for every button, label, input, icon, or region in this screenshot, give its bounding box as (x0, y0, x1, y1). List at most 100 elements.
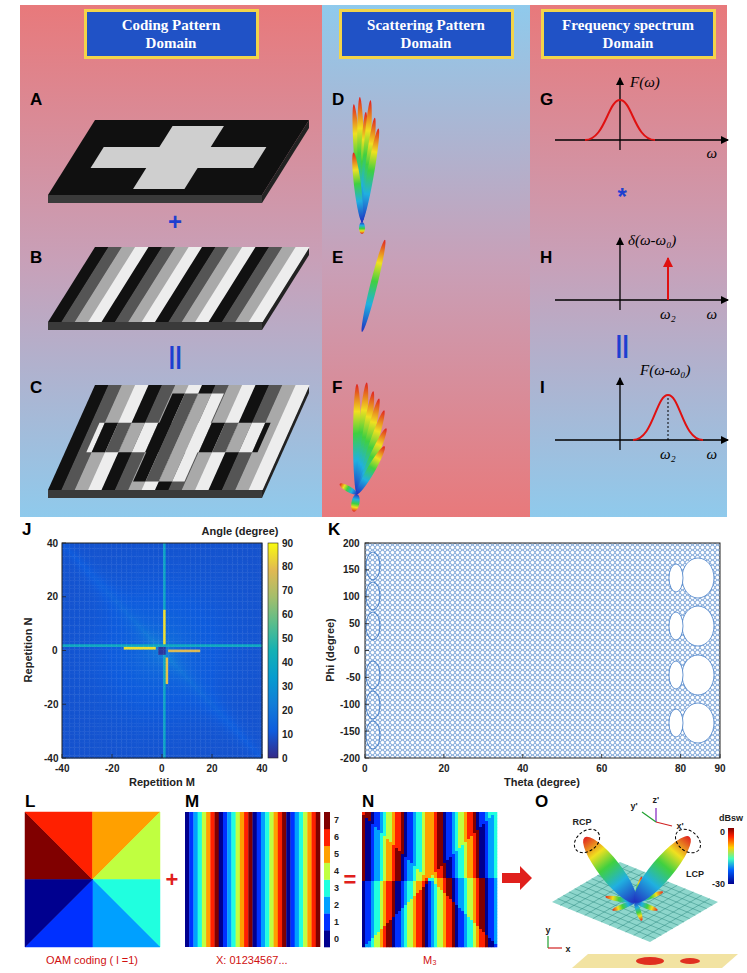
heatmap-cell (116, 739, 119, 742)
heatmap-cell (104, 578, 107, 581)
heatmap-cell (72, 753, 75, 756)
heatmap-cell (119, 737, 122, 740)
heatmap-cell (82, 615, 85, 618)
heatmap-cell (84, 570, 87, 573)
heatmap-cell (99, 572, 102, 575)
heatmap-cell (74, 585, 77, 588)
heatmap-cell (99, 580, 102, 583)
heatmap-cell (102, 676, 105, 679)
heatmap-cell (104, 692, 107, 695)
heatmap-cell (72, 742, 75, 745)
heatmap-cell (104, 639, 107, 642)
heatmap-cell (104, 620, 107, 623)
heatmap-cell (67, 739, 70, 742)
heatmap-cell (92, 601, 95, 604)
heatmap-cell (104, 697, 107, 700)
heatmap-cell (111, 697, 114, 700)
heatmap-cell (106, 745, 109, 748)
heatmap-cell (94, 551, 97, 554)
heatmap-cell (104, 556, 107, 559)
heatmap-cell (104, 628, 107, 631)
heatmap-cell (94, 726, 97, 729)
heatmap-cell (74, 628, 77, 631)
heatmap-cell (64, 700, 67, 703)
heatmap-cell (92, 580, 95, 583)
heatmap-cell (79, 604, 82, 607)
heatmap-cell (102, 599, 105, 602)
heatmap-cell (94, 654, 97, 657)
heatmap-cell (89, 678, 92, 681)
heatmap-cell (72, 583, 75, 586)
heatmap-cell (109, 644, 112, 647)
heatmap-cell (87, 734, 90, 737)
heatmap-cell (77, 739, 80, 742)
heatmap-cell (116, 686, 119, 689)
heatmap-cell (79, 721, 82, 724)
heatmap-cell (79, 745, 82, 748)
heatmap-cell (67, 620, 70, 623)
heatmap-cell (64, 546, 67, 549)
heatmap-cell (119, 633, 122, 636)
heatmap-cell (102, 689, 105, 692)
heatmap-cell (79, 644, 82, 647)
heatmap-cell (84, 572, 87, 575)
heatmap-cell (109, 713, 112, 716)
heatmap-cell (89, 657, 92, 660)
heatmap-cell (89, 559, 92, 562)
heatmap-cell (94, 583, 97, 586)
heatmap-cell (111, 723, 114, 726)
heatmap-cell (119, 689, 122, 692)
heatmap-cell (74, 710, 77, 713)
heatmap-cell (84, 596, 87, 599)
heatmap-cell (92, 692, 95, 695)
heatmap-cell (87, 636, 90, 639)
heatmap-cell (69, 575, 72, 578)
heatmap-cell (97, 617, 100, 620)
heatmap-cell (89, 585, 92, 588)
heatmap-cell (87, 694, 90, 697)
heatmap-cell (69, 713, 72, 716)
heatmap-cell (92, 578, 95, 581)
heatmap-cell (64, 729, 67, 732)
heatmap-cell (102, 617, 105, 620)
heatmap-cell (114, 670, 117, 673)
heatmap-cell (82, 689, 85, 692)
heatmap-cell (72, 641, 75, 644)
heatmap-cell (67, 713, 70, 716)
heatmap-cell (104, 567, 107, 570)
heatmap-cell (102, 546, 105, 549)
heatmap-cell (97, 721, 100, 724)
heatmap-cell (67, 596, 70, 599)
heatmap-cell (111, 583, 114, 586)
heatmap-cell (79, 548, 82, 551)
heatmap-cell (74, 678, 77, 681)
heatmap-cell (87, 660, 90, 663)
heatmap-cell (97, 716, 100, 719)
heatmap-cell (79, 673, 82, 676)
heatmap-cell (69, 554, 72, 557)
heatmap-cell (116, 702, 119, 705)
heatmap-cell (109, 700, 112, 703)
heatmap-cell (97, 702, 100, 705)
heatmap-cell (82, 575, 85, 578)
heatmap-cell (104, 562, 107, 565)
heatmap-cell (77, 631, 80, 634)
heatmap-cell (77, 726, 80, 729)
heatmap-cell (94, 745, 97, 748)
heatmap-cell (64, 588, 67, 591)
heatmap-cell (84, 742, 87, 745)
heatmap-cell (116, 723, 119, 726)
heatmap-cell (99, 708, 102, 711)
heatmap-cell (74, 596, 77, 599)
heatmap-cell (89, 548, 92, 551)
heatmap-cell (72, 620, 75, 623)
heatmap-cell (69, 556, 72, 559)
heatmap-cell (106, 753, 109, 756)
heatmap-cell (114, 601, 117, 604)
heatmap-cell (99, 662, 102, 665)
heatmap-cell (104, 631, 107, 634)
heatmap-cell (82, 673, 85, 676)
heatmap-cell (72, 596, 75, 599)
heatmap-cell (97, 747, 100, 750)
heatmap-cell (79, 580, 82, 583)
